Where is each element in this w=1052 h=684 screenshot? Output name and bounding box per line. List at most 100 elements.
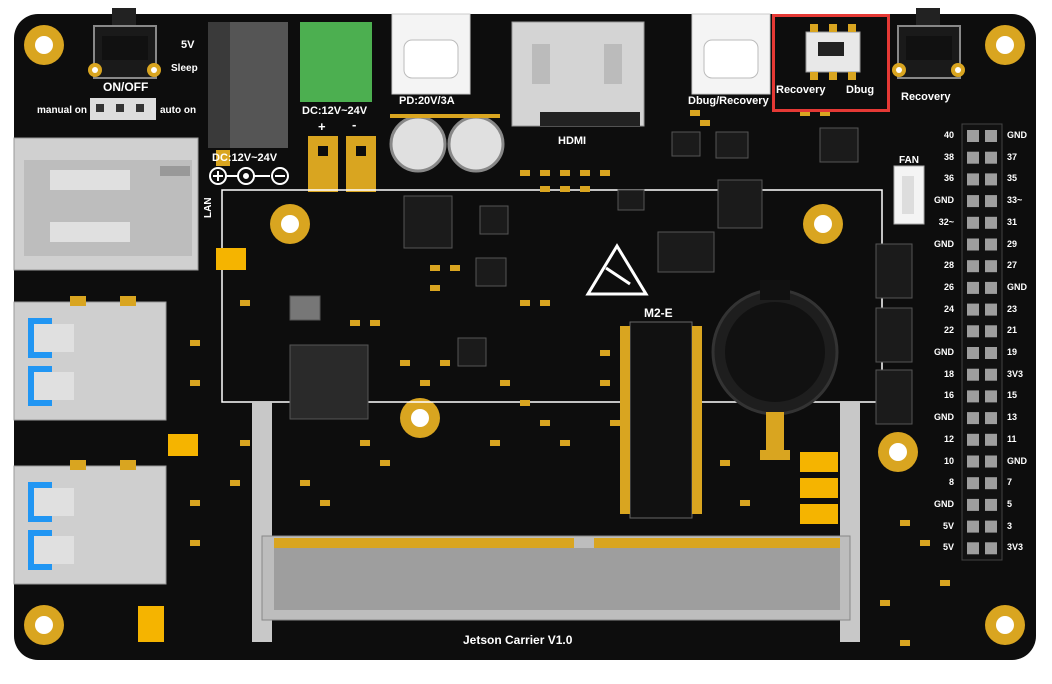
gpio-left-label: 16 <box>943 390 954 401</box>
gpio-left-label: GND <box>934 195 954 206</box>
gpio-left-label: 28 <box>943 260 954 271</box>
gpio-pin <box>967 368 979 381</box>
smd-pad <box>300 480 310 486</box>
jumper-header <box>90 98 156 120</box>
power-button-label: ON/OFF <box>103 80 149 94</box>
smd-pad <box>400 360 410 366</box>
gpio-right-label: 33~ <box>1007 195 1023 206</box>
lan-port <box>13 137 199 271</box>
m2-connector <box>620 321 702 519</box>
smd-pad <box>540 420 550 426</box>
smd-pad <box>190 500 200 506</box>
gpio-left-label: 18 <box>943 368 954 379</box>
gpio-left-label: 24 <box>943 303 954 314</box>
switch-highlight-box <box>772 14 890 112</box>
yellow-capacitors <box>138 248 838 642</box>
smd-pad <box>320 500 330 506</box>
terminal-minus-label: - <box>352 117 357 132</box>
smd-pad <box>700 120 710 126</box>
green-terminal-block <box>300 22 372 102</box>
mode-sleep-label: Sleep <box>171 63 198 74</box>
smd-pad <box>190 380 200 386</box>
power-button <box>88 8 161 79</box>
smd-pad <box>420 380 430 386</box>
smd-components <box>190 110 950 646</box>
gpio-pin <box>967 433 979 446</box>
smd-pad <box>450 265 460 271</box>
gpio-right-label: GND <box>1007 281 1027 292</box>
gpio-pin <box>985 173 997 186</box>
smd-pad <box>240 300 250 306</box>
smd-pad <box>610 420 620 426</box>
gpio-pin <box>985 195 997 208</box>
polarity-icon <box>209 167 289 185</box>
gpio-pin <box>985 498 997 511</box>
esd-warning-icon <box>585 243 649 296</box>
gpio-pin <box>967 412 979 425</box>
gpio-pin <box>967 281 979 294</box>
gpio-pin <box>985 433 997 446</box>
recovery-dbug-switch <box>805 24 861 80</box>
manual-on-label: manual on <box>37 105 88 116</box>
board-name: Jetson Carrier V1.0 <box>463 633 573 647</box>
smd-pad <box>440 360 450 366</box>
gpio-pin <box>985 412 997 425</box>
gpio-right-label: GND <box>1007 455 1027 466</box>
gpio-pin <box>967 303 979 316</box>
capacitors <box>389 114 505 173</box>
gpio-right-label: 13 <box>1007 412 1018 423</box>
gpio-left-label: 22 <box>943 325 954 336</box>
gpio-right-label: 37 <box>1007 151 1018 162</box>
gpio-pin <box>967 498 979 511</box>
gpio-right-label: 3V3 <box>1007 368 1024 379</box>
gpio-right-label: 3 <box>1007 520 1013 531</box>
dbug-recovery-label: Dbug/Recovery <box>688 95 769 107</box>
gpio-pin <box>985 325 997 338</box>
gpio-left-label: 40 <box>943 130 954 140</box>
recovery-button-label: Recovery <box>901 91 951 103</box>
smd-pad <box>540 170 550 176</box>
smd-pad <box>360 440 370 446</box>
gpio-pin <box>967 390 979 403</box>
coin-cell-holder <box>711 280 839 460</box>
smd-pad <box>350 320 360 326</box>
gpio-right-label: 21 <box>1007 325 1018 336</box>
smd-pad <box>920 540 930 546</box>
smd-pad <box>880 600 890 606</box>
smd-pad <box>900 640 910 646</box>
ic-chips <box>289 127 913 425</box>
gpio-pin <box>967 455 979 468</box>
smd-pad <box>600 350 610 356</box>
usb-a-port-top <box>13 296 167 421</box>
smd-pad <box>190 540 200 546</box>
gpio-pin <box>985 347 997 359</box>
gpio-pin <box>967 325 979 338</box>
smd-pad <box>800 110 810 116</box>
dc-jack-label: DC:12V~24V <box>212 152 278 164</box>
smd-pad <box>820 110 830 116</box>
gpio-left-label: 26 <box>943 281 954 292</box>
smd-pad <box>430 265 440 271</box>
gpio-left-label: 5V <box>942 520 954 531</box>
gpio-left-label: GND <box>934 347 954 357</box>
smd-pad <box>690 110 700 116</box>
usb-c-dbug-port <box>691 13 771 95</box>
pd-label: PD:20V/3A <box>399 95 455 107</box>
recovery-button <box>892 8 965 79</box>
smd-pad <box>560 170 570 176</box>
usb-c-pd-port <box>391 13 471 95</box>
gpio-right-label: 11 <box>1007 433 1017 444</box>
smd-pad <box>240 440 250 446</box>
smd-pad <box>900 520 910 526</box>
smd-pad <box>740 500 750 506</box>
m2-label: M2-E <box>644 306 673 320</box>
fan-label: FAN <box>899 155 919 166</box>
gpio-left-label: 8 <box>948 477 954 488</box>
terminal-label: DC:12V~24V <box>302 105 368 117</box>
gpio-right-label: 15 <box>1007 390 1018 401</box>
auto-on-label: auto on <box>160 105 197 116</box>
gpio-right-label: 29 <box>1007 238 1018 249</box>
gpio-header <box>961 123 1003 561</box>
gpio-right-label: 7 <box>1007 477 1013 488</box>
gpio-left-label: GND <box>934 412 954 423</box>
